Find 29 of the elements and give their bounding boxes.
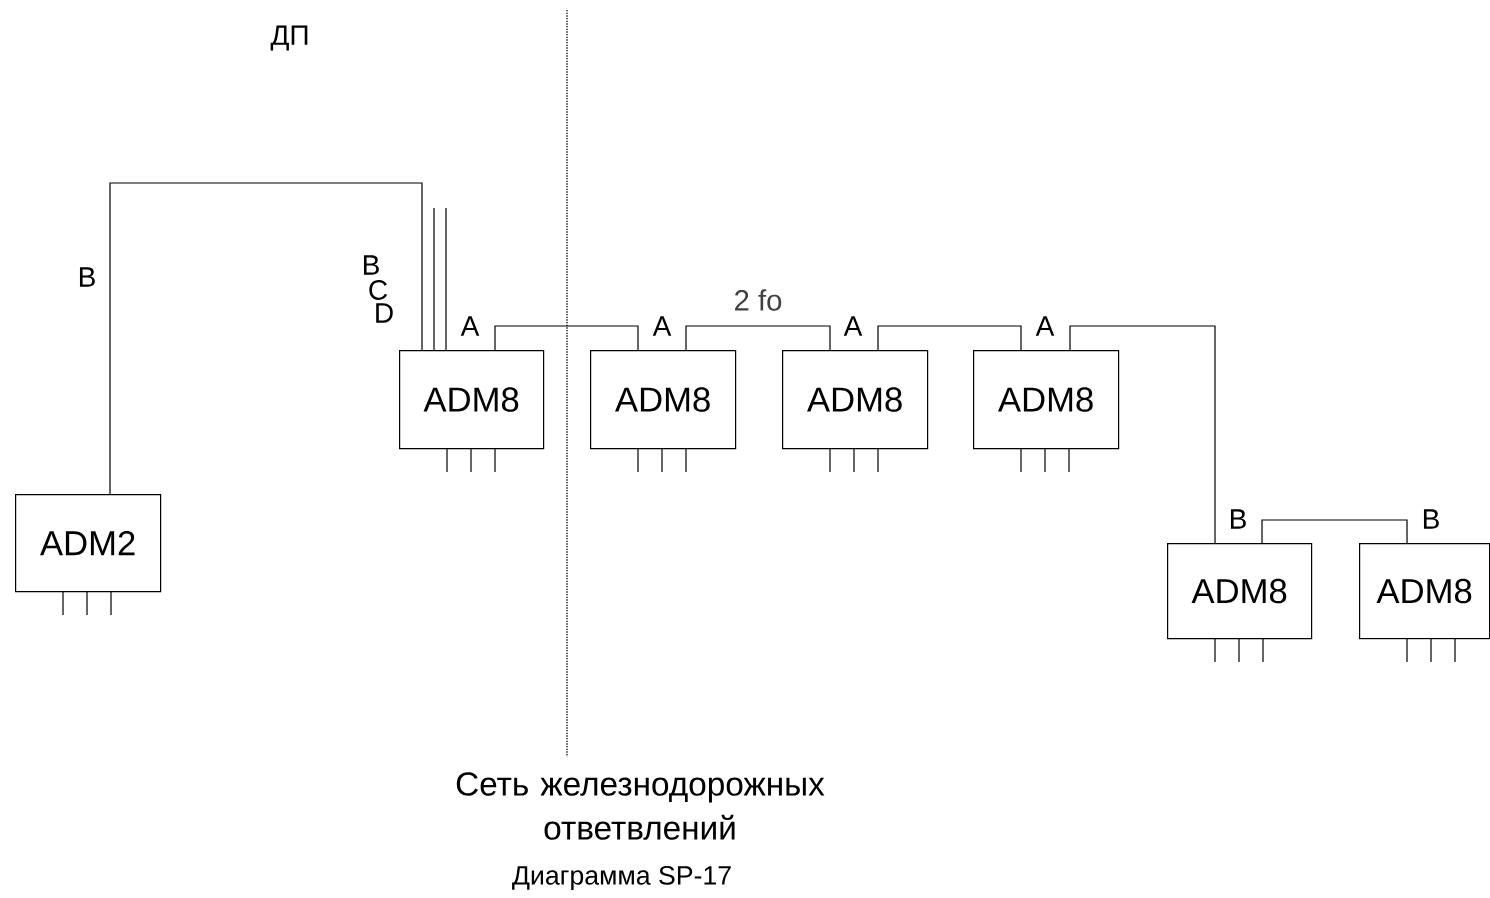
connection-line [109, 182, 423, 495]
adm-box: ADM8 [1359, 543, 1490, 663]
adm-box: ADM8 [1167, 543, 1313, 663]
connection-line [877, 325, 1022, 351]
caption: Диаграмма SP-17 [512, 865, 731, 891]
connection-line [1261, 519, 1408, 544]
port-label: A [1035, 316, 1055, 336]
adm-box: ADM8 [782, 350, 929, 473]
port-label: B [79, 267, 95, 287]
network-label: Сеть железнодорожных ответвлений [456, 772, 825, 840]
adm-box: ADM8 [973, 350, 1120, 473]
section-label: ДП [270, 25, 308, 51]
connection-line [1069, 325, 1216, 544]
adm-box: ADM8 [590, 350, 737, 473]
port-label: B [1423, 509, 1439, 529]
port-label: A [652, 316, 672, 336]
port-label: D [376, 303, 393, 323]
port-label: A [460, 316, 480, 336]
adm-box: ADM8 [399, 350, 545, 473]
connection-line [433, 207, 435, 351]
connection-line [494, 325, 639, 351]
port-label: C [369, 280, 388, 300]
adm-box: ADM2 [15, 494, 162, 616]
port-label: B [363, 255, 379, 275]
port-label: B [1230, 509, 1246, 529]
connection-line [685, 325, 831, 351]
connection-line [445, 207, 447, 351]
port-label: A [843, 316, 863, 336]
edge-label: 2 fo [732, 287, 784, 313]
